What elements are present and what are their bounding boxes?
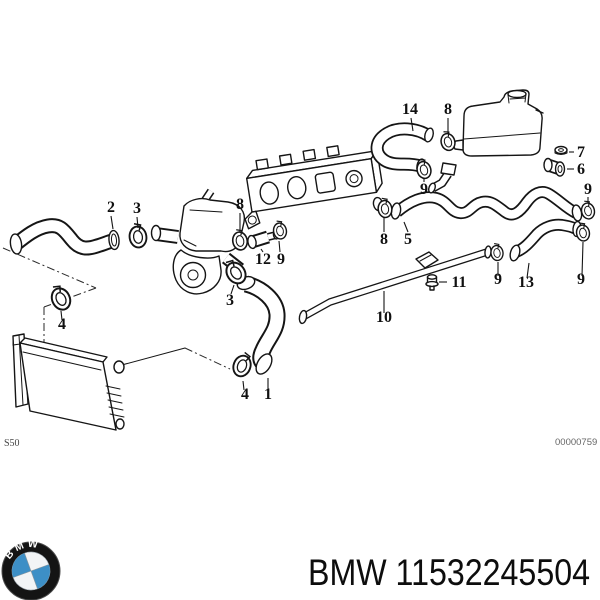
callout-label: 4 <box>58 316 66 333</box>
callout-label: 1 <box>264 386 272 403</box>
hose-5 <box>390 186 583 222</box>
hose-1 <box>236 275 286 375</box>
part-number-caption: BMW 11532245504 <box>308 551 590 593</box>
callout-label: 7 <box>577 144 585 161</box>
pipe-bracket <box>415 251 439 269</box>
hose-13 <box>509 218 582 262</box>
callout-label: 8 <box>444 101 452 118</box>
callout-label: 8 <box>236 196 244 213</box>
grommet-6 <box>543 157 566 177</box>
callout-label: 8 <box>380 231 388 248</box>
drawing-code-right: 00000759 <box>555 437 597 448</box>
callout-label: 9 <box>494 271 502 288</box>
clamp-9c <box>489 241 505 262</box>
callout-label: 9 <box>584 181 592 198</box>
callout-label: 10 <box>376 309 392 326</box>
callout-label: 6 <box>577 161 585 178</box>
logo-quadrant-blue <box>11 553 31 578</box>
hose-2 <box>9 218 120 256</box>
callout-label: 5 <box>404 231 412 248</box>
washer-7 <box>554 145 568 155</box>
clamp-4b <box>229 349 256 380</box>
callout-label: 11 <box>451 274 466 291</box>
callout-label: 12 <box>255 251 271 268</box>
callout-label: 3 <box>133 200 141 217</box>
callout-label: 3 <box>226 292 234 309</box>
callout-label: 4 <box>241 386 249 403</box>
inlet-stub-end <box>150 224 162 242</box>
callout-label: 9 <box>577 271 585 288</box>
logo-quadrant-blue <box>31 564 50 589</box>
callout-label: 2 <box>107 199 115 216</box>
callout-label: 13 <box>518 274 534 291</box>
hose-5-branch-fitting <box>428 162 457 194</box>
expansion-tank <box>453 89 544 157</box>
bolt-11 <box>425 274 439 291</box>
bmw-logo: BMW <box>0 533 61 600</box>
callout-label: 9 <box>277 251 285 268</box>
clamp-4a <box>45 281 75 314</box>
callout-labels: 14 8 7 6 2 3 8 12 9 9 8 5 9 3 11 9 13 9 … <box>58 101 592 403</box>
engine-cylinder-head <box>244 145 383 230</box>
radiator <box>12 333 125 431</box>
metal-pipe-10 <box>298 245 492 325</box>
leader-lines <box>60 117 589 391</box>
callout-label: 9 <box>420 181 428 198</box>
drawing-code-left: S50 <box>4 438 20 449</box>
callout-label: 14 <box>402 101 418 118</box>
tank-filler-cap <box>507 89 527 99</box>
